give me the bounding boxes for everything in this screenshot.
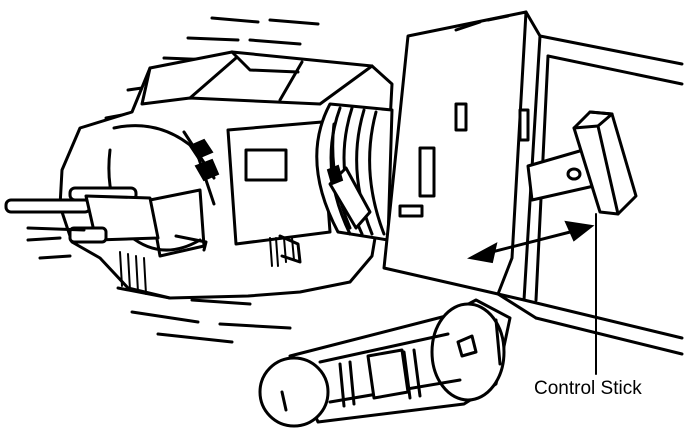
control-stick-label: Control Stick — [534, 378, 642, 400]
cockpit-hatch — [384, 12, 540, 300]
lower-hull — [260, 300, 510, 426]
cockpit-frame — [498, 36, 682, 354]
